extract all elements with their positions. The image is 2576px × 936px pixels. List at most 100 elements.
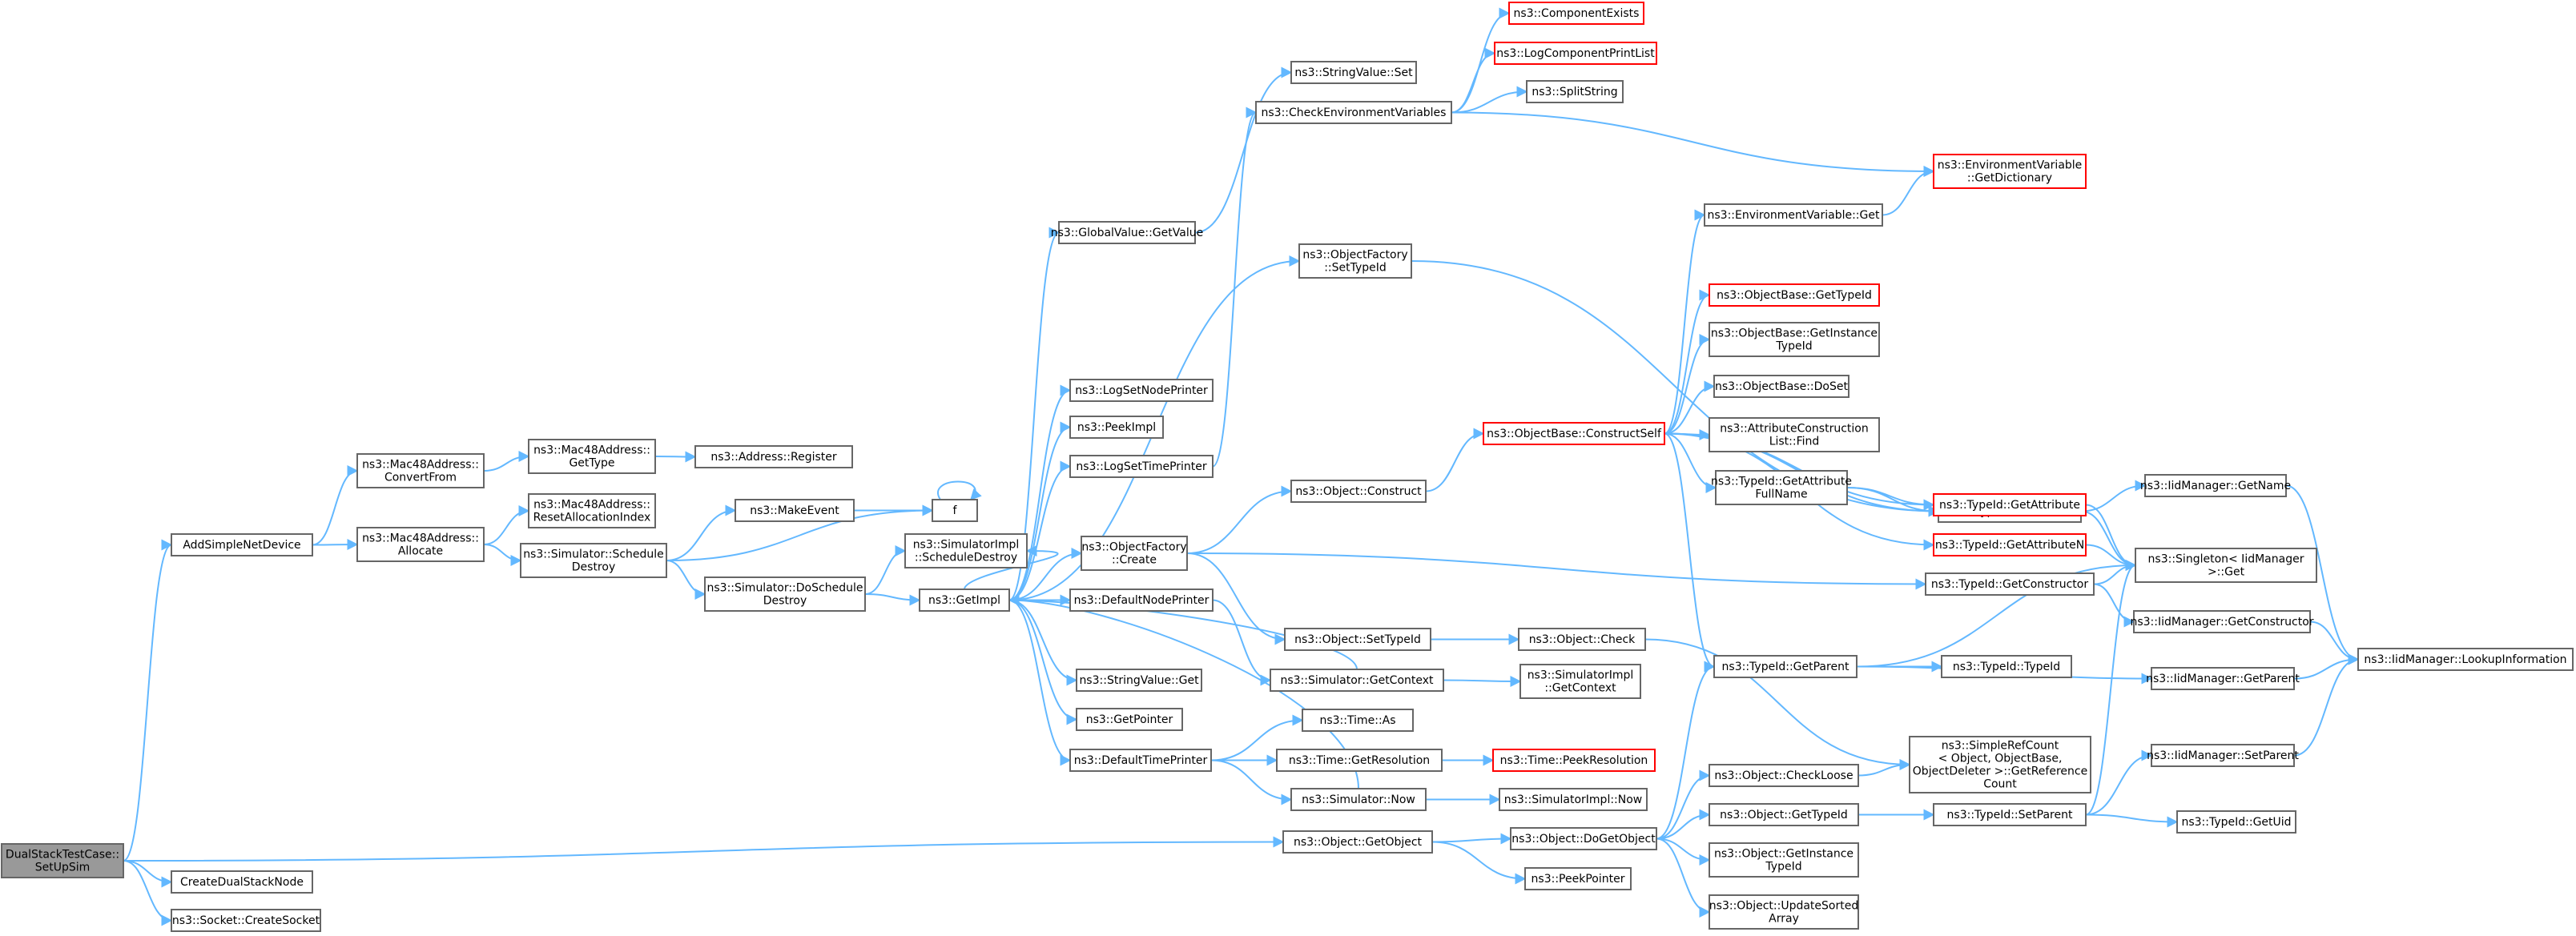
node-sim-now[interactable]: ns3::Simulator::Now [1290, 788, 1427, 811]
node-label: ns3::Mac48Address:: [533, 499, 650, 512]
node-box [2135, 548, 2317, 583]
node-box [1276, 749, 1443, 772]
node-createds[interactable]: CreateDualStackNode [171, 870, 313, 894]
node-sim-sched[interactable]: ns3::Simulator::ScheduleDestroy [520, 543, 667, 578]
node-ob-doset[interactable]: ns3::ObjectBase::DoSet [1713, 375, 1849, 398]
node-obj-settypeid[interactable]: ns3::Object::SetTypeId [1284, 628, 1431, 651]
node-ob-constructself[interactable]: ns3::ObjectBase::ConstructSelf [1483, 422, 1665, 445]
node-sv-set[interactable]: ns3::StringValue::Set [1290, 61, 1417, 84]
node-tid-getparent[interactable]: ns3::TypeId::GetParent [1713, 655, 1858, 678]
node-simimpl-sched[interactable]: ns3::SimulatorImpl::ScheduleDestroy [904, 533, 1028, 568]
edge-defnodeprint-to-sim_getctx [1212, 599, 1272, 686]
node-checkenv[interactable]: ns3::CheckEnvironmentVariables [1255, 101, 1452, 124]
node-envvar-get[interactable]: ns3::EnvironmentVariable::Get [1704, 203, 1883, 227]
node-simimpl-now[interactable]: ns3::SimulatorImpl::Now [1499, 788, 1648, 811]
node-of-create[interactable]: ns3::ObjectFactory::Create [1081, 536, 1188, 571]
edge-ob_constructself-to-tid_getparent [1664, 432, 1716, 673]
node-getimpl[interactable]: ns3::GetImpl [919, 589, 1010, 612]
node-logsettime[interactable]: ns3::LogSetTimePrinter [1069, 455, 1214, 478]
node-obj-gettypeid[interactable]: ns3::Object::GetTypeId [1709, 803, 1859, 826]
node-addsimple[interactable]: AddSimpleNetDevice [171, 533, 313, 556]
node-obj-checkloose[interactable]: ns3::Object::CheckLoose [1709, 764, 1859, 787]
node-tid-getuid[interactable]: ns3::TypeId::GetUid [2176, 810, 2296, 834]
node-sim-getctx[interactable]: ns3::Simulator::GetContext [1270, 669, 1444, 692]
node-label: ns3::IidManager::GetName [2140, 480, 2291, 492]
edge-getimpl-to-logsetnode [1008, 384, 1072, 601]
node-label: ns3::Object::GetInstance [1714, 848, 1854, 861]
node-logsetnode[interactable]: ns3::LogSetNodePrinter [1069, 379, 1214, 402]
node-box [1933, 493, 2087, 516]
node-iid-getname[interactable]: ns3::IidManager::GetName [2140, 474, 2291, 497]
node-deftimeprint[interactable]: ns3::DefaultTimePrinter [1069, 749, 1212, 772]
node-getpointer[interactable]: ns3::GetPointer [1076, 708, 1183, 731]
node-time-peekres[interactable]: ns3::Time::PeekResolution [1492, 749, 1656, 772]
node-compexists[interactable]: ns3::ComponentExists [1508, 2, 1644, 25]
node-label: ns3::StringValue::Get [1079, 674, 1199, 687]
node-label: TypeId [1775, 340, 1812, 353]
node-mac-alloc[interactable]: ns3::Mac48Address::Allocate [356, 527, 485, 562]
node-splitstring[interactable]: ns3::SplitString [1526, 80, 1624, 103]
node-f[interactable]: f [932, 499, 978, 522]
edge-root-to-obj_getobject [123, 836, 1285, 862]
node-mac-reset[interactable]: ns3::Mac48Address::ResetAllocationIndex [528, 493, 656, 528]
edge-ob_constructself-to-ob_getinst [1664, 334, 1711, 435]
node-peekimpl[interactable]: ns3::PeekImpl [1069, 416, 1164, 439]
node-gv-getvalue[interactable]: ns3::GlobalValue::GetValue [1051, 221, 1203, 244]
node-mac-gettype[interactable]: ns3::Mac48Address::GetType [528, 439, 656, 474]
node-label: ns3::DefaultNodePrinter [1074, 594, 1210, 607]
node-logcompprint[interactable]: ns3::LogComponentPrintList [1494, 42, 1657, 65]
edge-getimpl-to-getpointer [1008, 599, 1078, 725]
node-time-getres[interactable]: ns3::Time::GetResolution [1276, 749, 1443, 772]
node-label: ns3::TypeId::SetParent [1947, 809, 2073, 822]
node-box [1, 843, 124, 878]
node-addr-register[interactable]: ns3::Address::Register [694, 445, 853, 468]
node-peekpointer[interactable]: ns3::PeekPointer [1524, 867, 1632, 890]
edge-sim_getctx-to-getimpl [1008, 594, 1358, 670]
node-simplerefcount[interactable]: ns3::SimpleRefCount< Object, ObjectBase,… [1909, 736, 2091, 793]
edge-checkenv-to-logcompprint [1451, 47, 1496, 114]
node-simimpl-getctx[interactable]: ns3::SimulatorImpl::GetContext [1519, 664, 1641, 699]
node-tid-getattr[interactable]: ns3::TypeId::GetAttribute [1933, 493, 2087, 516]
edge-sim_dosched-to-simimpl_sched [864, 545, 907, 595]
node-tid-typeid[interactable]: ns3::TypeId::TypeId [1941, 655, 2072, 678]
node-label: ns3::IidManager::SetParent [2147, 749, 2299, 762]
node-createsock[interactable]: ns3::Socket::CreateSocket [171, 909, 321, 932]
edge-f-self-loop [937, 480, 982, 501]
node-time-as[interactable]: ns3::Time::As [1302, 709, 1414, 732]
node-sv-get[interactable]: ns3::StringValue::Get [1076, 669, 1202, 692]
node-obj-construct[interactable]: ns3::Object::Construct [1290, 480, 1427, 503]
node-obj-getobject[interactable]: ns3::Object::GetObject [1282, 830, 1433, 854]
node-label: ns3::Time::PeekResolution [1500, 754, 1648, 767]
node-label: ns3::SplitString [1532, 86, 1617, 98]
node-box [1715, 470, 1848, 505]
node-iid-getparent[interactable]: ns3::IidManager::GetParent [2146, 667, 2300, 690]
node-envvar-getdict[interactable]: ns3::EnvironmentVariable::GetDictionary [1933, 154, 2087, 189]
node-tid-setparent[interactable]: ns3::TypeId::SetParent [1933, 803, 2087, 826]
node-mac-convert[interactable]: ns3::Mac48Address::ConvertFrom [356, 453, 485, 488]
node-defnodeprint[interactable]: ns3::DefaultNodePrinter [1069, 589, 1214, 612]
node-obj-check[interactable]: ns3::Object::Check [1518, 628, 1646, 651]
node-of-settypeid[interactable]: ns3::ObjectFactory::SetTypeId [1298, 243, 1412, 279]
node-iid-getctor[interactable]: ns3::IidManager::GetConstructor [2130, 610, 2314, 633]
node-obj-dogetobject[interactable]: ns3::Object::DoGetObject [1510, 827, 1657, 850]
node-label: Allocate [398, 545, 443, 558]
node-root[interactable]: DualStackTestCase::SetUpSim [1, 843, 124, 878]
node-singleton-get[interactable]: ns3::Singleton< IidManager>::Get [2135, 548, 2317, 583]
node-tid-getattrn[interactable]: ns3::TypeId::GetAttributeN [1933, 533, 2087, 556]
node-label: Count [1983, 778, 2017, 791]
node-ob-gettypeid[interactable]: ns3::ObjectBase::GetTypeId [1709, 283, 1880, 307]
node-box [356, 453, 485, 488]
node-tid-getctor[interactable]: ns3::TypeId::GetConstructor [1925, 572, 2095, 596]
node-box [2144, 474, 2287, 497]
node-iid-lookup[interactable]: ns3::IidManager::LookupInformation [2357, 648, 2574, 671]
node-box [1709, 894, 1859, 930]
node-iid-setparent[interactable]: ns3::IidManager::SetParent [2147, 744, 2299, 767]
node-label: ns3::TypeId::GetConstructor [1931, 578, 2088, 591]
node-makeevent[interactable]: ns3::MakeEvent [735, 499, 855, 522]
